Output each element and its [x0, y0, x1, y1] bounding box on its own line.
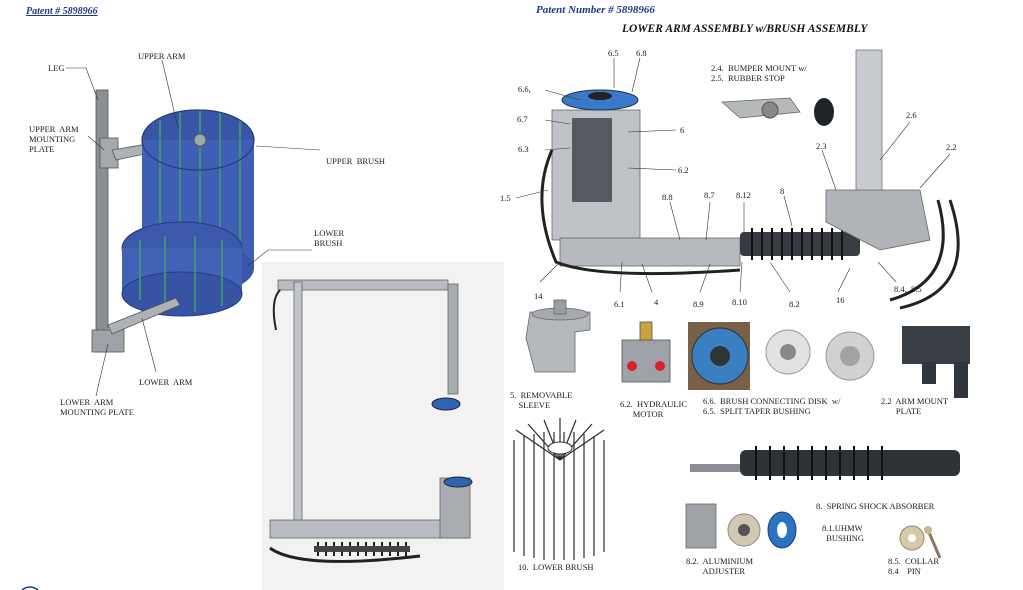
label-lower-arm: LOWER ARM — [139, 377, 193, 387]
caption-lower-brush: 10. LOWER BRUSH — [518, 562, 594, 572]
caption-aluminium-adjuster: 8.2. ALUMINIUM ADJUSTER — [686, 556, 754, 576]
callout-6-1: 6.1 — [614, 299, 625, 309]
callout-6-3: 6.3 — [518, 144, 529, 154]
caption-hydraulic-motor: 6.2. HYDRAULIC MOTOR — [620, 399, 688, 419]
callout-6-2: 6.2 — [678, 165, 689, 175]
callout-6: 6 — [680, 125, 685, 135]
label-upper-arm: UPPER ARM — [138, 51, 186, 61]
caption-arm-mount-plate: 2.2 ARM MOUNT PLATE — [881, 396, 949, 416]
callout-14: 14 — [534, 291, 543, 301]
label-lower-arm-mounting-plate: LOWER ARM MOUNTING PLATE — [60, 397, 134, 417]
callout-8: 8 — [780, 186, 785, 196]
callout-8-4-8-5: 8.4, 8.5 — [894, 284, 922, 294]
callout-2-6: 2.6 — [906, 110, 917, 120]
assembly-title: LOWER ARM ASSEMBLY w/BRUSH ASSEMBLY — [622, 23, 868, 35]
callout-4: 4 — [654, 297, 659, 307]
callout-2-2: 2.2 — [946, 142, 957, 152]
label-leg: LEG — [48, 63, 65, 73]
right-patent-header: Patent Number # 5898966 — [536, 4, 655, 16]
main-assembly-photo — [515, 49, 960, 310]
callout-6-5: 6.5 — [608, 48, 619, 58]
callout-8-10: 8.10 — [732, 297, 747, 307]
callout-6-6: 6.6, — [518, 84, 531, 94]
callout-6-8: 6.8 — [636, 48, 647, 58]
radial-brush-drawing — [513, 418, 605, 560]
callout-8-7: 8.7 — [704, 190, 715, 200]
left-patent-header: Patent # 5898966 — [26, 6, 98, 17]
brush-stand-illustration — [66, 59, 321, 397]
label-upper-brush: UPPER BRUSH — [326, 156, 386, 166]
caption-collar-pin: 8.5. COLLAR 8.4 PIN — [888, 556, 939, 576]
callout-6-7: 6.7 — [517, 114, 528, 124]
callout-bumper-mount: 2.4. BUMPER MOUNT w/ 2.5. RUBBER STOP — [711, 63, 807, 83]
callout-8-12: 8.12 — [736, 190, 751, 200]
caption-removable-sleeve: 5. REMOVABLE SLEEVE — [510, 390, 573, 410]
label-upper-arm-mounting-plate: UPPER ARM MOUNTING PLATE — [29, 124, 79, 154]
callout-1-5: 1.5 — [500, 193, 511, 203]
callout-8-8: 8.8 — [662, 192, 673, 202]
caption-brush-connecting-disk: 6.6. BRUSH CONNECTING DISK w/ 6.5. SPLIT… — [703, 396, 841, 416]
callout-8-9: 8.9 — [693, 299, 704, 309]
caption-spring-shock-absorber: 8. SPRING SHOCK ABSORBER — [816, 501, 935, 511]
parts-illustrations — [513, 299, 970, 560]
callout-8-2: 8.2 — [789, 299, 800, 309]
callout-16: 16 — [836, 295, 845, 305]
lower-arm-photo — [262, 262, 504, 590]
caption-uhmw-bushing: 8.1.UHMW BUSHING — [822, 523, 865, 543]
callout-2-3: 2.3 — [816, 141, 827, 151]
label-lower-brush: LOWER BRUSH — [314, 228, 345, 248]
page-corner-mark — [21, 586, 39, 590]
